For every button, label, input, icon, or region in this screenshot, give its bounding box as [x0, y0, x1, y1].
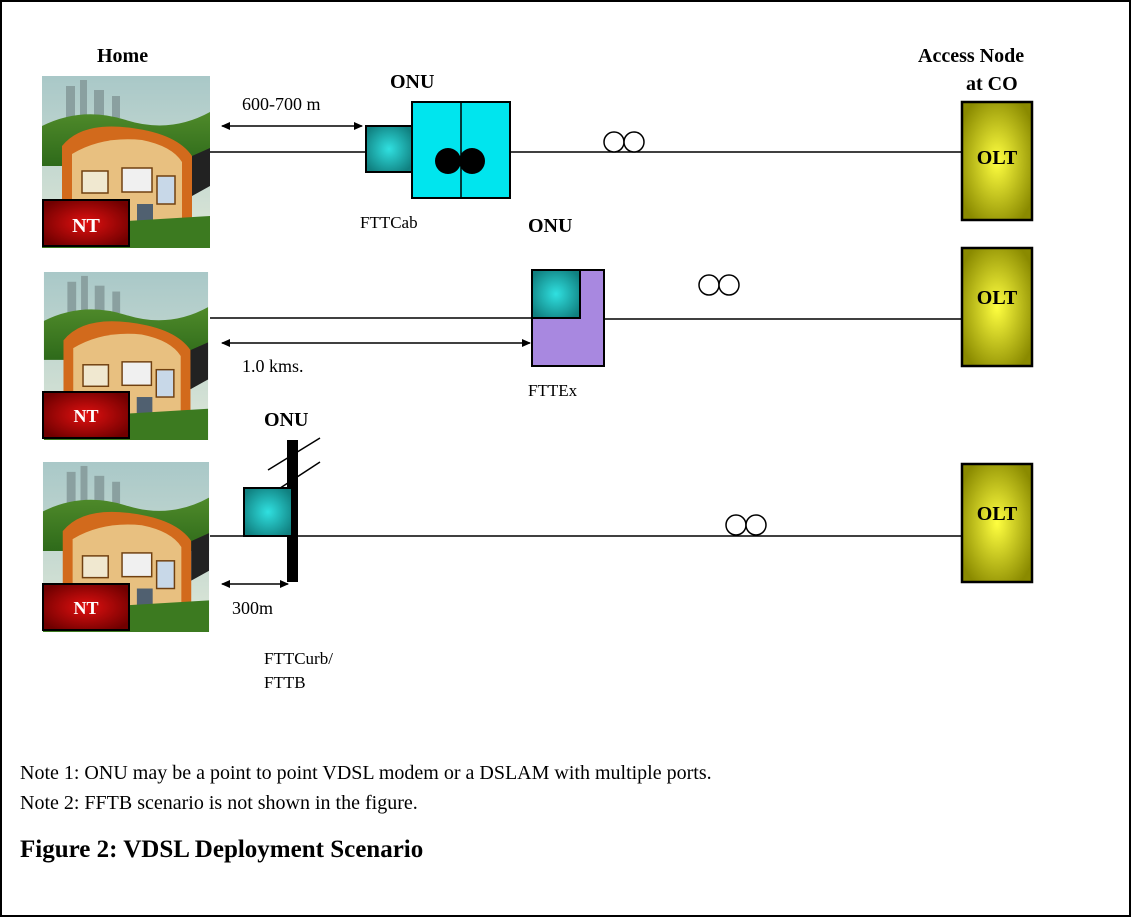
home-label: Home	[97, 45, 148, 67]
fttcurb-label: FTTCurb/	[264, 649, 333, 668]
fiber-coil-2a	[698, 274, 720, 296]
onu-modem-1	[365, 125, 413, 173]
nt-label-3: NT	[73, 598, 98, 618]
fiber-coil-1a	[603, 131, 625, 153]
distance-label-3: 300m	[232, 598, 273, 618]
onu-label-3: ONU	[264, 409, 308, 431]
fttb-label: FTTB	[264, 673, 306, 692]
olt-box-3	[960, 462, 1034, 584]
fiber-coil-3a	[725, 514, 747, 536]
nt-box-2	[42, 391, 130, 439]
access-node-at-co-label: at CO	[966, 73, 1018, 95]
figure-caption: Figure 2: VDSL Deployment Scenario	[20, 836, 424, 863]
olt-box-2	[960, 246, 1034, 368]
nt-label-1: NT	[72, 215, 100, 237]
nt-box-3	[42, 583, 130, 631]
note-1: Note 1: ONU may be a point to point VDSL…	[20, 762, 712, 784]
note-2: Note 2: FFTB scenario is not shown in th…	[20, 792, 418, 814]
fiber-coil-1b	[623, 131, 645, 153]
fttex-label: FTTEx	[528, 381, 578, 400]
olt-label-3: OLT	[977, 503, 1018, 525]
pole-wire-upper	[267, 437, 321, 471]
olt-label-2: OLT	[977, 287, 1018, 309]
nt-label-2: NT	[73, 406, 98, 426]
fiber-coil-2b	[718, 274, 740, 296]
cabinet-fiber-coil-left	[435, 148, 461, 174]
onu-modem-3	[243, 487, 293, 537]
onu-modem-2	[531, 269, 581, 319]
distance-label-2: 1.0 kms.	[242, 356, 304, 376]
onu-label-2: ONU	[528, 215, 572, 237]
onu-label-1: ONU	[390, 71, 434, 93]
nt-box-1	[42, 199, 130, 247]
vdsl-deployment-diagram: Home Access Node at CO NT 600-700 m ONU …	[42, 45, 1034, 692]
cabinet-fiber-coil-right	[459, 148, 485, 174]
fttcab-label: FTTCab	[360, 213, 418, 232]
fiber-coil-3b	[745, 514, 767, 536]
olt-label-1: OLT	[977, 147, 1018, 169]
access-node-label: Access Node	[918, 45, 1024, 67]
distance-label-1: 600-700 m	[242, 94, 321, 114]
olt-box-1	[960, 100, 1034, 222]
